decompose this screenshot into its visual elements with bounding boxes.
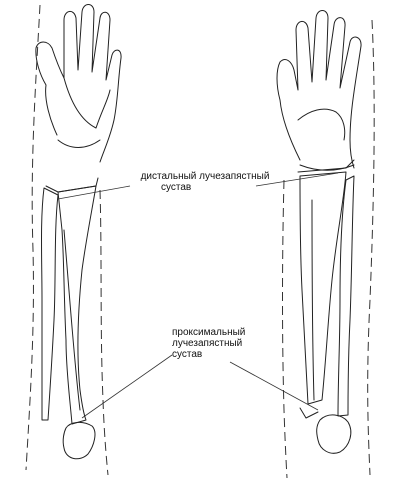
- distal-label-line2: сустав: [130, 182, 280, 193]
- proximal-label-line3: сустав: [172, 349, 245, 360]
- right-elbow: [317, 415, 351, 453]
- left-hand-outline: [36, 5, 121, 163]
- left-distal-joint: [46, 178, 98, 192]
- right-wrist-tip: [300, 408, 318, 418]
- left-radius-inner: [64, 230, 80, 410]
- distal-joint-label: дистальный лучезапястный сустав: [130, 171, 280, 193]
- right-ulna: [338, 176, 354, 416]
- right-arm: [277, 11, 374, 479]
- left-radius: [58, 186, 96, 424]
- right-hand-palm-line: [298, 109, 345, 140]
- left-arm-outline-outer: [26, 5, 40, 470]
- right-arm-outline-outer: [368, 20, 374, 475]
- proximal-leader-left: [82, 355, 172, 418]
- distal-label-line1: дистальный лучезапястный: [141, 171, 270, 182]
- proximal-leader-right: [230, 362, 318, 410]
- right-hand-outline: [277, 11, 361, 169]
- right-radius-inner: [312, 200, 314, 400]
- right-arm-outline-inner: [283, 180, 288, 478]
- left-ulna: [42, 188, 59, 420]
- proximal-joint-label: проксимальный лучезапястный сустав: [172, 327, 245, 360]
- proximal-label-line1: проксимальный: [172, 327, 245, 338]
- left-elbow: [63, 422, 95, 458]
- left-arm: [26, 5, 121, 476]
- proximal-label-line2: лучезапястный: [172, 338, 245, 349]
- left-wrist-crease: [58, 140, 100, 148]
- left-hand-palm-line: [64, 78, 110, 128]
- left-arm-outline-inner: [100, 190, 108, 475]
